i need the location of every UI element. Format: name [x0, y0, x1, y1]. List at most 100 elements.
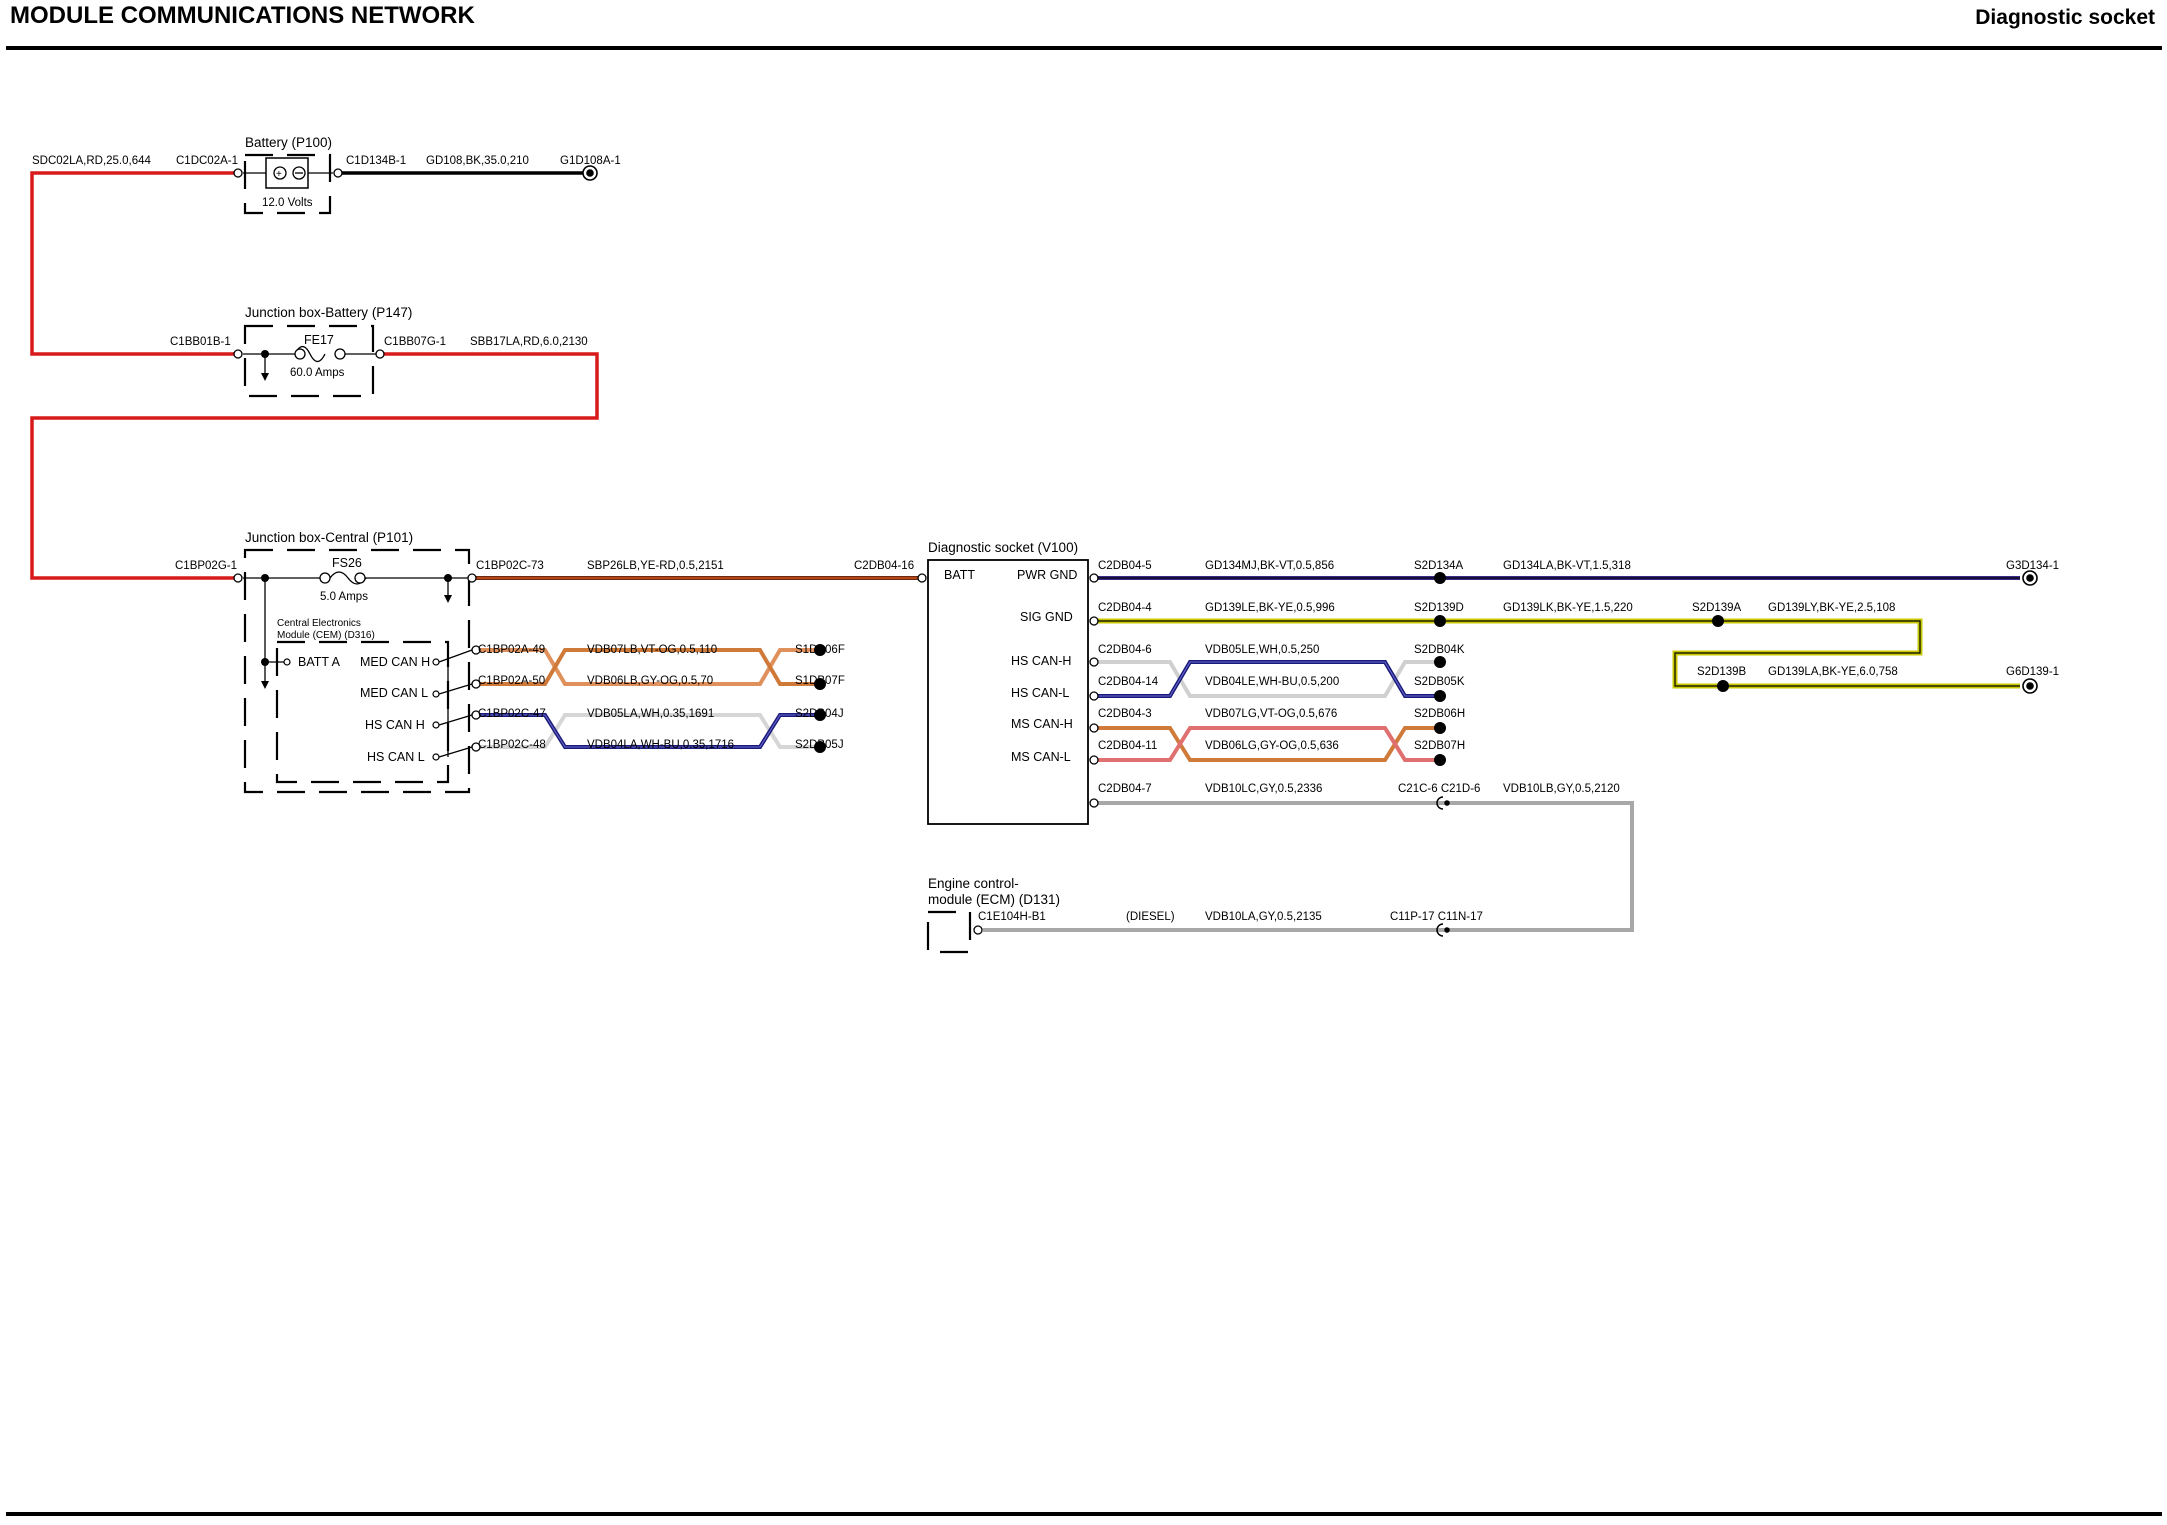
svg-text:C1BB01B-1: C1BB01B-1	[170, 336, 231, 348]
svg-text:S2DB07H: S2DB07H	[1414, 740, 1465, 752]
wire-vdb06lb	[476, 648, 820, 686]
inline-connectors	[1436, 796, 1450, 937]
svg-text:VDB04LA,WH-BU,0.35,1716: VDB04LA,WH-BU,0.35,1716	[587, 739, 734, 751]
wire-vdb07lb	[476, 648, 820, 686]
svg-text:C1BB07G-1: C1BB07G-1	[384, 336, 446, 348]
svg-text:GD139LA,BK-YE,6.0,758: GD139LA,BK-YE,6.0,758	[1768, 666, 1898, 678]
svg-text:S2DB05K: S2DB05K	[1414, 676, 1465, 688]
svg-text:Battery (P100): Battery (P100)	[245, 135, 332, 150]
svg-text:C1BP02C-47: C1BP02C-47	[478, 708, 546, 720]
svg-text:VDB06LG,GY-OG,0.5,636: VDB06LG,GY-OG,0.5,636	[1205, 740, 1339, 752]
svg-text:HS CAN L: HS CAN L	[367, 750, 425, 764]
wires	[30, 171, 2020, 932]
svg-text:C2DB04-16: C2DB04-16	[854, 560, 914, 572]
svg-text:G1D108A-1: G1D108A-1	[560, 155, 621, 167]
svg-text:GD139LK,BK-YE,1.5,220: GD139LK,BK-YE,1.5,220	[1503, 602, 1633, 614]
svg-text:VDB06LB,GY-OG,0.5,70: VDB06LB,GY-OG,0.5,70	[587, 675, 713, 687]
svg-text:C1E104H-B1: C1E104H-B1	[978, 911, 1046, 923]
svg-text:C11P-17 C11N-17: C11P-17 C11N-17	[1390, 911, 1483, 923]
wire-vdb06lg	[1096, 726, 1440, 762]
wire-sbb17la	[30, 352, 599, 580]
svg-text:C1BP02A-49: C1BP02A-49	[478, 644, 545, 656]
svg-text:VDB07LG,VT-OG,0.5,676: VDB07LG,VT-OG,0.5,676	[1205, 708, 1337, 720]
svg-text:GD108,BK,35.0,210: GD108,BK,35.0,210	[426, 155, 529, 167]
svg-text:G6D139-1: G6D139-1	[2006, 666, 2059, 678]
svg-text:MS CAN-L: MS CAN-L	[1011, 750, 1071, 764]
svg-text:+: +	[276, 169, 282, 180]
svg-text:C2DB04-7: C2DB04-7	[1098, 783, 1152, 795]
svg-text:12.0 Volts: 12.0 Volts	[262, 197, 313, 209]
svg-text:FE17: FE17	[304, 333, 334, 347]
svg-text:Engine control-: Engine control-	[928, 876, 1019, 891]
svg-text:S2DB06H: S2DB06H	[1414, 708, 1465, 720]
central-electronics-module: Central Electronics Module (CEM) (D316) …	[261, 618, 473, 784]
svg-text:VDB10LC,GY,0.5,2336: VDB10LC,GY,0.5,2336	[1205, 783, 1322, 795]
top-rule	[6, 46, 2162, 50]
svg-text:GD139LE,BK-YE,0.5,996: GD139LE,BK-YE,0.5,996	[1205, 602, 1335, 614]
svg-text:VDB10LB,GY,0.5,2120: VDB10LB,GY,0.5,2120	[1503, 783, 1620, 795]
svg-text:S1DB06F: S1DB06F	[795, 644, 845, 656]
svg-text:Junction box-Central (P101): Junction box-Central (P101)	[245, 530, 413, 545]
svg-text:C1BP02C-48: C1BP02C-48	[478, 739, 546, 751]
wire-labels: SDC02LA,RD,25.0,644 GD108,BK,35.0,210 SB…	[32, 155, 1898, 923]
svg-text:S1DB07F: S1DB07F	[795, 675, 845, 687]
svg-text:5.0 Amps: 5.0 Amps	[320, 591, 368, 603]
svg-text:C1BP02A-50: C1BP02A-50	[478, 675, 545, 687]
svg-text:module (ECM) (D131): module (ECM) (D131)	[928, 892, 1060, 907]
svg-text:S2DB04K: S2DB04K	[1414, 644, 1465, 656]
svg-text:Diagnostic socket (V100): Diagnostic socket (V100)	[928, 540, 1078, 555]
svg-text:C1D134B-1: C1D134B-1	[346, 155, 406, 167]
svg-text:HS CAN-L: HS CAN-L	[1011, 686, 1069, 700]
svg-text:G3D134-1: G3D134-1	[2006, 560, 2059, 572]
wire-vdb05le	[1096, 660, 1440, 698]
svg-text:HS CAN H: HS CAN H	[365, 718, 425, 732]
terminals	[233, 168, 1099, 935]
ground-points	[582, 165, 2038, 694]
svg-text:C2DB04-6: C2DB04-6	[1098, 644, 1152, 656]
svg-text:60.0 Amps: 60.0 Amps	[290, 367, 345, 379]
svg-text:HS CAN-H: HS CAN-H	[1011, 654, 1071, 668]
svg-text:S2D139A: S2D139A	[1692, 602, 1742, 614]
wire-vdb07lg	[1096, 726, 1440, 762]
svg-text:SIG GND: SIG GND	[1020, 610, 1073, 624]
battery: Battery (P100) + 12.0 Volts	[243, 135, 333, 215]
svg-text:BATT A: BATT A	[298, 655, 341, 669]
svg-text:MED CAN H: MED CAN H	[360, 655, 430, 669]
svg-text:VDB04LE,WH-BU,0.5,200: VDB04LE,WH-BU,0.5,200	[1205, 676, 1339, 688]
svg-text:C2DB04-11: C2DB04-11	[1098, 740, 1157, 752]
svg-text:SBB17LA,RD,6.0,2130: SBB17LA,RD,6.0,2130	[470, 336, 588, 348]
svg-text:SDC02LA,RD,25.0,644: SDC02LA,RD,25.0,644	[32, 155, 152, 167]
diagnostic-socket: Diagnostic socket (V100) BATT PWR GND SI…	[927, 540, 1089, 825]
svg-text:MED CAN L: MED CAN L	[360, 686, 428, 700]
svg-text:C2DB04-5: C2DB04-5	[1098, 560, 1152, 572]
svg-text:Central Electronics: Central Electronics	[277, 618, 361, 629]
wire-sdc02la	[30, 171, 238, 356]
svg-text:GD134MJ,BK-VT,0.5,856: GD134MJ,BK-VT,0.5,856	[1205, 560, 1334, 572]
junction-box-central: Junction box-Central (P101) FS26 5.0 Amp…	[243, 530, 472, 794]
svg-text:MS CAN-H: MS CAN-H	[1011, 717, 1073, 731]
bottom-rule	[6, 1512, 2162, 1516]
svg-text:C2DB04-4: C2DB04-4	[1098, 602, 1152, 614]
svg-text:S2D139D: S2D139D	[1414, 602, 1464, 614]
svg-text:C21C-6 C21D-6: C21C-6 C21D-6	[1398, 783, 1480, 795]
svg-text:S2DB05J: S2DB05J	[795, 739, 844, 751]
svg-text:PWR GND: PWR GND	[1017, 568, 1077, 582]
svg-text:VDB10LA,GY,0.5,2135: VDB10LA,GY,0.5,2135	[1205, 911, 1322, 923]
svg-text:S2D134A: S2D134A	[1414, 560, 1464, 572]
svg-text:S2D139B: S2D139B	[1697, 666, 1747, 678]
splices	[814, 572, 1729, 766]
svg-text:C1DC02A-1: C1DC02A-1	[176, 155, 238, 167]
wire-vdb10	[983, 801, 1634, 932]
svg-text:VDB05LE,WH,0.5,250: VDB05LE,WH,0.5,250	[1205, 644, 1319, 656]
engine-control-module: Engine control- module (ECM) (D131) (DIE…	[926, 876, 1175, 954]
svg-text:S2DB04J: S2DB04J	[795, 708, 844, 720]
svg-text:C2DB04-14: C2DB04-14	[1098, 676, 1159, 688]
svg-text:VDB05LA,WH,0.35,1691: VDB05LA,WH,0.35,1691	[587, 708, 714, 720]
svg-text:SBP26LB,YE-RD,0.5,2151: SBP26LB,YE-RD,0.5,2151	[587, 560, 724, 572]
svg-text:C2DB04-3: C2DB04-3	[1098, 708, 1152, 720]
svg-text:FS26: FS26	[332, 556, 362, 570]
svg-text:C1BP02C-73: C1BP02C-73	[476, 560, 544, 572]
svg-text:BATT: BATT	[944, 568, 975, 582]
page-title: MODULE COMMUNICATIONS NETWORK	[10, 2, 475, 29]
